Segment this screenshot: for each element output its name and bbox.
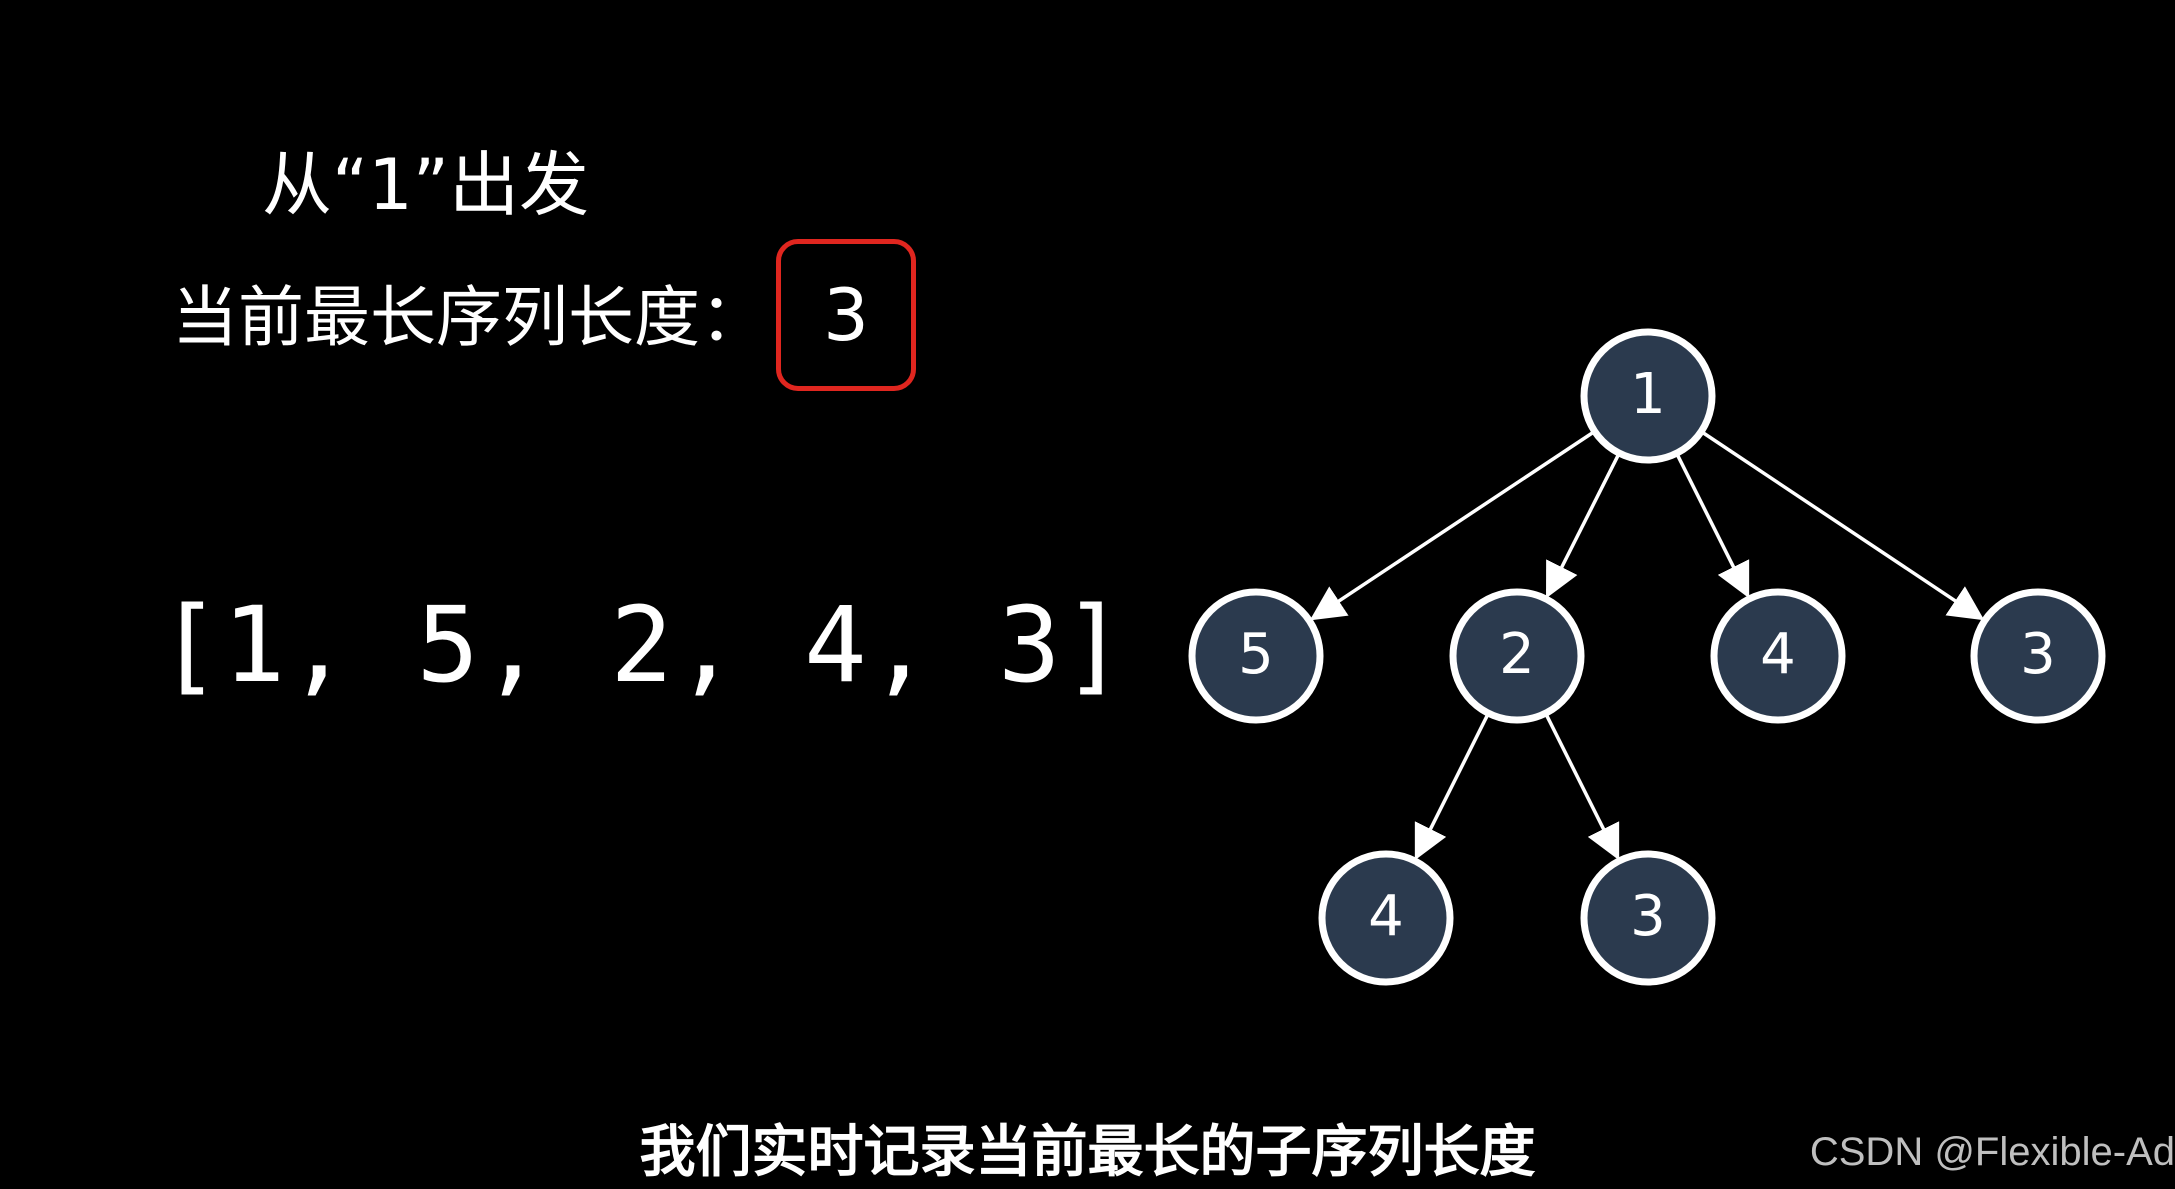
tree-node-circle — [1970, 588, 2106, 724]
tree-node-n1: 1 — [1580, 328, 1716, 464]
tree-node-label: 4 — [1760, 622, 1796, 687]
current-length-highlight-box: 3 — [776, 239, 916, 391]
csdn-watermark: CSDN @Flexible-Ad — [1809, 1130, 2175, 1174]
input-sequence: [1, 5, 2, 4, 3] — [158, 584, 1128, 706]
tree-node-label: 1 — [1630, 362, 1666, 427]
tree-node-label: 2 — [1499, 622, 1535, 687]
current-length-label: 当前最长序列长度： — [172, 279, 766, 356]
tree-node-n3a: 3 — [1970, 588, 2106, 724]
tree-edge-n1-to-n2 — [1546, 454, 1620, 599]
current-length-value: 3 — [823, 273, 869, 357]
tree-edges — [1309, 431, 1985, 861]
tree-node-n2: 2 — [1449, 588, 1585, 724]
tree-edge-n2-to-n4b — [1414, 714, 1490, 861]
start-node-label: 从“1”出发 — [262, 144, 590, 226]
tree-node-circle — [1580, 328, 1716, 464]
tree-node-label: 3 — [1630, 884, 1666, 949]
tree-node-circle — [1318, 850, 1454, 986]
tree-node-n4b: 4 — [1318, 850, 1454, 986]
tree-edge-n1-to-n3a — [1701, 431, 1985, 621]
tree-node-label: 4 — [1368, 884, 1404, 949]
tree-nodes: 1 5 2 4 3 4 3 — [1188, 328, 2106, 986]
tree-node-circle — [1710, 588, 1846, 724]
tree-edge-n1-to-n5 — [1309, 431, 1594, 621]
tree-node-label: 3 — [2020, 622, 2056, 687]
tree-node-circle — [1580, 850, 1716, 986]
tree-node-n5: 5 — [1188, 588, 1324, 724]
tree-node-label: 5 — [1238, 622, 1274, 687]
tree-node-circle — [1449, 588, 1585, 724]
current-length-row: 当前最长序列长度： 3 — [172, 239, 916, 391]
tree-edge-n2-to-n3b — [1544, 714, 1620, 861]
tree-node-n3b: 3 — [1580, 850, 1716, 986]
tree-edge-n1-to-n4a — [1675, 454, 1750, 599]
tree-node-n4a: 4 — [1710, 588, 1846, 724]
tree-node-circle — [1188, 588, 1324, 724]
caption-subtitle: 我们实时记录当前最长的子序列长度 — [639, 1120, 1536, 1185]
